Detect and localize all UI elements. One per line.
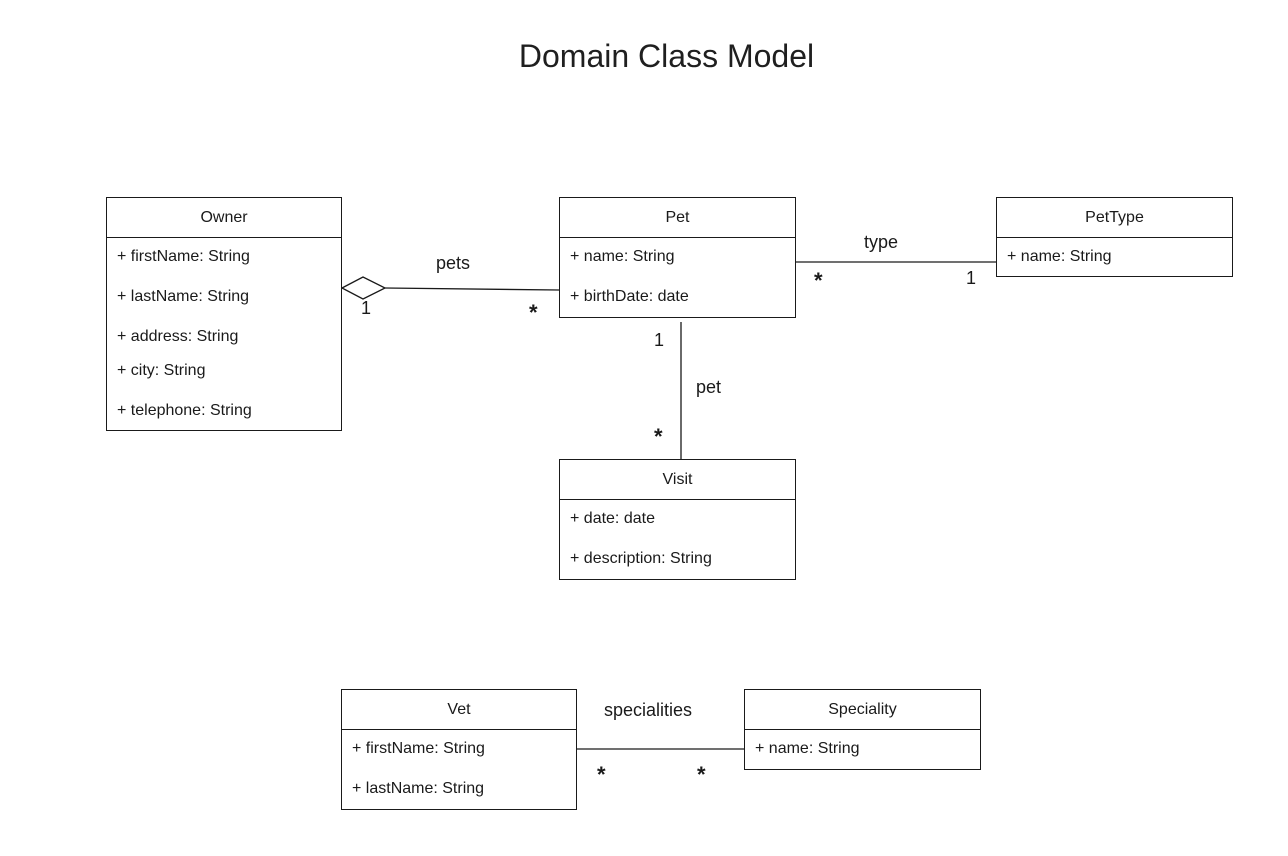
vet-attr-firstname: + firstName: String bbox=[352, 740, 485, 757]
assoc-label-pet: pet bbox=[696, 377, 722, 397]
pet-attr-birthdate: + birthDate: date bbox=[570, 288, 689, 305]
visit-attr-description: + description: String bbox=[570, 550, 712, 567]
mult-pet-visit-pet: 1 bbox=[654, 330, 665, 350]
class-speciality[interactable]: Speciality + name: String bbox=[744, 689, 981, 770]
assoc-label-type: type bbox=[864, 232, 899, 252]
class-visit[interactable]: Visit + date: date + description: String bbox=[559, 459, 796, 580]
mult-pet-visit-visit: * bbox=[654, 424, 663, 449]
assoc-label-specialities: specialities bbox=[604, 700, 693, 720]
diagram-title: Domain Class Model bbox=[518, 38, 815, 74]
owner-attr-city: + city: String bbox=[117, 362, 206, 379]
assoc-label-pets: pets bbox=[436, 253, 471, 273]
class-owner-name: Owner bbox=[107, 198, 341, 238]
mult-vet-speciality-speciality: * bbox=[697, 762, 706, 787]
class-pettype[interactable]: PetType + name: String bbox=[996, 197, 1233, 277]
mult-pet-pettype-pettype: 1 bbox=[966, 268, 977, 288]
class-pet[interactable]: Pet + name: String + birthDate: date bbox=[559, 197, 796, 318]
owner-attr-lastname: + lastName: String bbox=[117, 288, 250, 305]
owner-pet-line bbox=[384, 287, 560, 291]
pet-attr-name: + name: String bbox=[570, 248, 675, 265]
visit-attr-date: + date: date bbox=[570, 510, 655, 527]
vet-attr-lastname: + lastName: String bbox=[352, 780, 485, 797]
owner-attr-firstname: + firstName: String bbox=[117, 248, 250, 265]
owner-attr-telephone: + telephone: String bbox=[117, 402, 252, 419]
mult-owner-pet-owner: 1 bbox=[361, 298, 372, 318]
class-pettype-name: PetType bbox=[997, 198, 1232, 238]
aggregation-diamond bbox=[340, 276, 387, 300]
class-visit-name: Visit bbox=[560, 460, 795, 500]
class-owner[interactable]: Owner + firstName: String + lastName: St… bbox=[106, 197, 342, 431]
mult-owner-pet-pet: * bbox=[529, 300, 538, 325]
class-pet-name: Pet bbox=[560, 198, 795, 238]
pettype-attr-name: + name: String bbox=[1007, 248, 1112, 265]
class-vet[interactable]: Vet + firstName: String + lastName: Stri… bbox=[341, 689, 577, 810]
mult-vet-speciality-vet: * bbox=[597, 762, 606, 787]
class-speciality-name: Speciality bbox=[745, 690, 980, 730]
mult-pet-pettype-pet: * bbox=[814, 268, 823, 293]
speciality-attr-name: + name: String bbox=[755, 740, 860, 757]
owner-attr-address: + address: String bbox=[117, 328, 239, 345]
class-vet-name: Vet bbox=[342, 690, 576, 730]
